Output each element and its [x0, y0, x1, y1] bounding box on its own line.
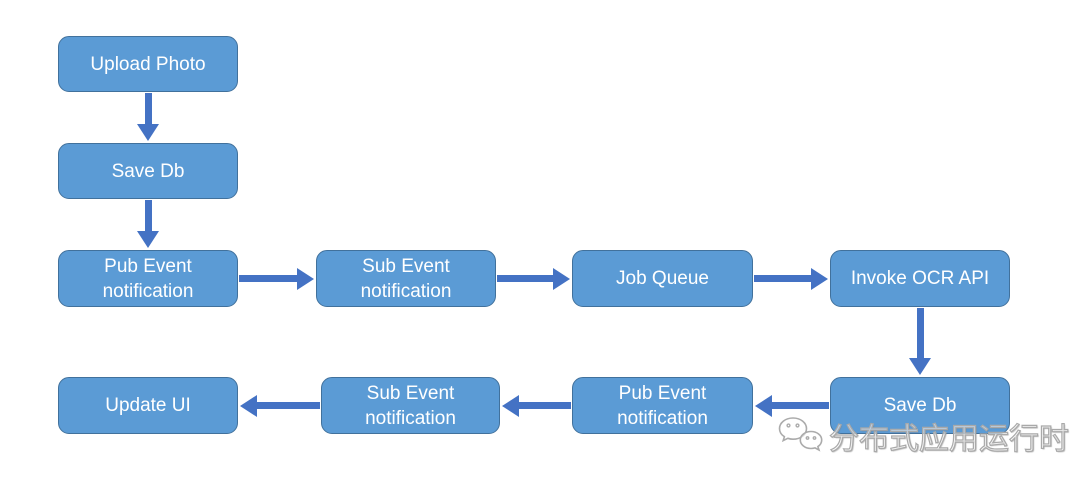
node-pub-event-notification-1: Pub Event notification [58, 250, 238, 307]
arrow-save-db-bottom-to-pub-event-notification-2-shaft [771, 402, 829, 409]
arrow-job-queue-to-invoke-ocr-api-head [811, 267, 828, 290]
node-update-ui: Update UI [58, 377, 238, 434]
arrow-save-db-top-to-pub-event-notification-1-head [137, 231, 159, 248]
wechat-icon [778, 417, 823, 452]
node-invoke-ocr-api: Invoke OCR API [830, 250, 1010, 307]
node-save-db-bottom: Save Db [830, 377, 1010, 434]
arrow-sub-event-notification-1-to-job-queue-head [553, 267, 570, 290]
arrow-invoke-ocr-api-to-save-db-bottom-head [909, 358, 931, 375]
node-sub-event-notification-1: Sub Event notification [316, 250, 496, 307]
arrow-sub-event-notification-1-to-job-queue-shaft [497, 275, 554, 282]
arrow-pub-event-notification-2-to-sub-event-notification-2-shaft [518, 402, 571, 409]
arrow-save-db-bottom-to-pub-event-notification-2-head [755, 394, 772, 417]
arrow-job-queue-to-invoke-ocr-api-shaft [754, 275, 812, 282]
arrow-sub-event-notification-2-to-update-ui-head [240, 394, 257, 417]
node-pub-event-notification-2: Pub Event notification [572, 377, 753, 434]
arrow-pub-event-notification-1-to-sub-event-notification-1-shaft [239, 275, 298, 282]
node-sub-event-notification-2: Sub Event notification [321, 377, 500, 434]
arrow-invoke-ocr-api-to-save-db-bottom-shaft [916, 308, 924, 359]
arrow-sub-event-notification-2-to-update-ui-shaft [256, 402, 320, 409]
arrow-upload-photo-to-save-db-top-head [137, 124, 159, 141]
node-save-db-top: Save Db [58, 143, 238, 199]
node-job-queue: Job Queue [572, 250, 753, 307]
arrow-pub-event-notification-1-to-sub-event-notification-1-head [297, 267, 314, 290]
arrow-pub-event-notification-2-to-sub-event-notification-2-head [502, 394, 519, 417]
node-upload-photo: Upload Photo [58, 36, 238, 92]
arrow-upload-photo-to-save-db-top-shaft [144, 93, 152, 125]
arrow-save-db-top-to-pub-event-notification-1-shaft [144, 200, 152, 232]
